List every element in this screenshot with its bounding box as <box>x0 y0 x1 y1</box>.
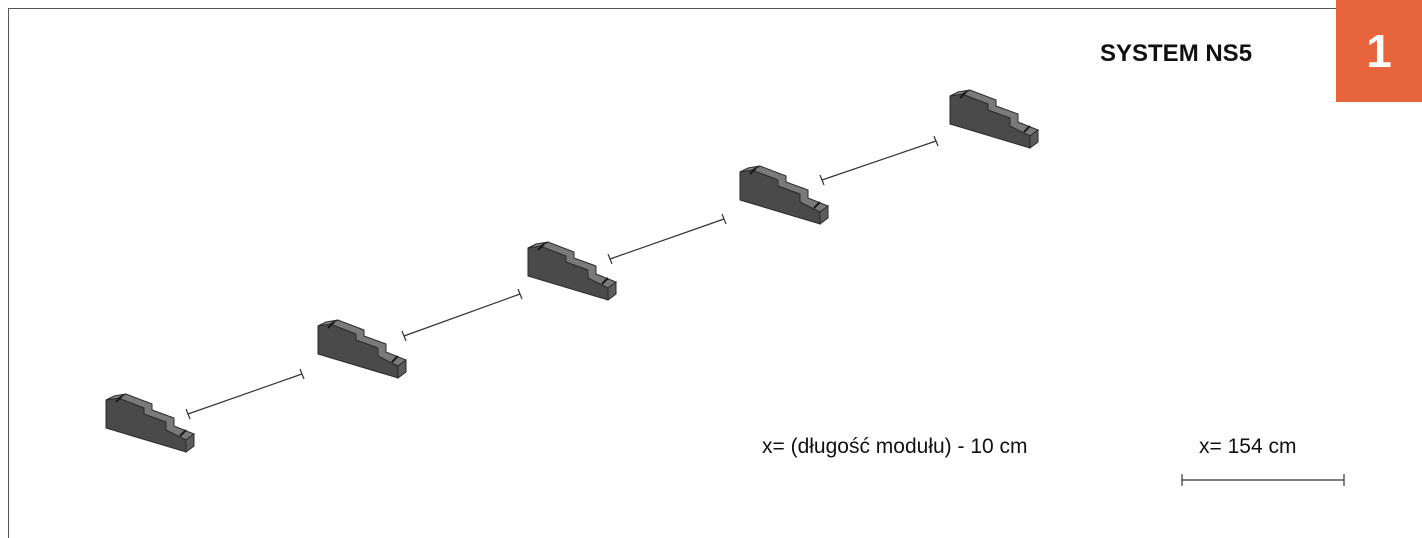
system-title: SYSTEM NS5 <box>1100 40 1253 67</box>
ballast-block-4 <box>739 165 829 225</box>
dimension-line-4 <box>819 135 939 186</box>
ballast-block-3 <box>527 241 617 301</box>
dimension-line-1 <box>185 368 305 420</box>
step-number-badge: 1 <box>1336 0 1422 102</box>
dimension-line-2 <box>401 288 523 342</box>
ballast-block-1 <box>105 393 195 453</box>
frame-left-border <box>8 8 9 538</box>
scale-line <box>1181 474 1345 486</box>
spacing-value: x= 154 cm <box>1199 435 1297 458</box>
spacing-formula: x= (długość modułu) - 10 cm <box>762 435 1028 458</box>
frame-top-border <box>8 8 1336 9</box>
ballast-block-5 <box>949 89 1039 149</box>
dimension-line-3 <box>607 213 727 265</box>
ballast-block-2 <box>317 319 407 379</box>
